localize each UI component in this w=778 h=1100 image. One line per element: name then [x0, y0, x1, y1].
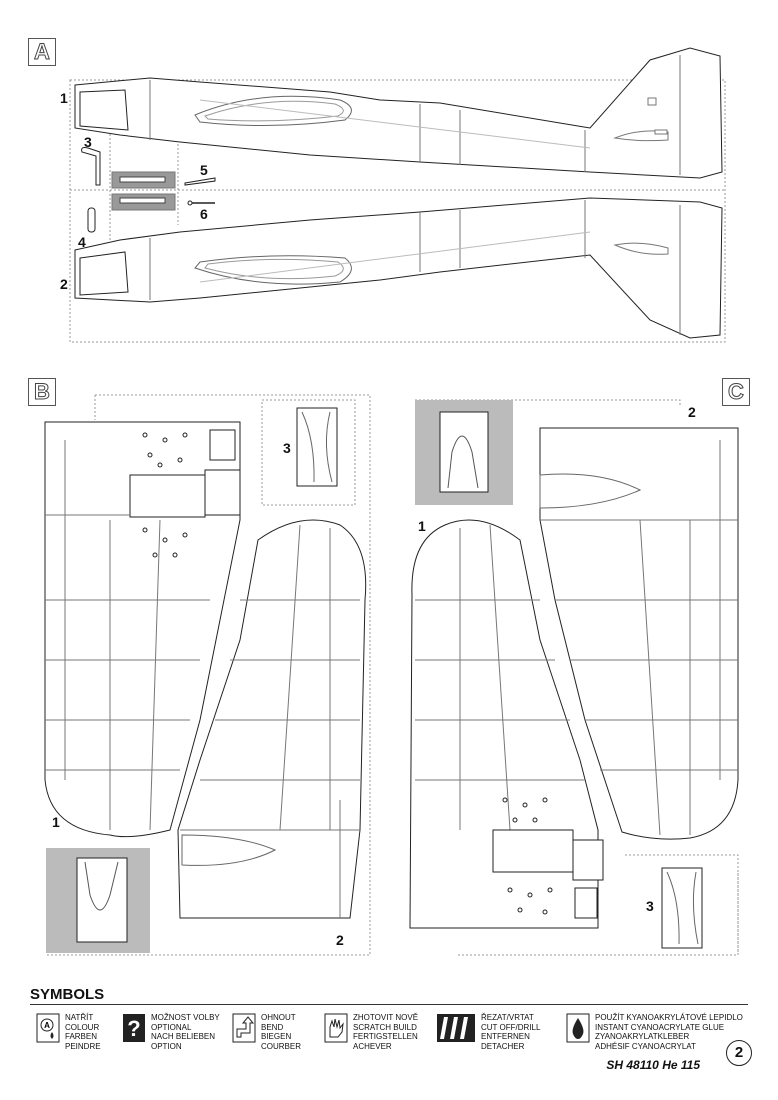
section-label-c: C [722, 378, 750, 406]
symbols-divider [30, 1004, 748, 1005]
symbol-text: CUT OFF/DRILL [481, 1022, 541, 1032]
part-c3 [661, 867, 703, 949]
symbol-text: ENTFERNEN [481, 1032, 530, 1041]
part-number: 5 [200, 162, 208, 178]
part-number: 3 [84, 134, 92, 150]
symbol-text: NATŘÍT [65, 1013, 94, 1022]
symbol-text: OPTION [151, 1041, 182, 1051]
symbol-text: NACH BELIEBEN [151, 1032, 216, 1041]
symbol-text: BIEGEN [261, 1032, 292, 1041]
section-label-a: A [28, 38, 56, 66]
wing-b1 [44, 421, 241, 838]
symbol-colour: A NATŘÍT COLOUR FARBEN PEINDRE [36, 1013, 101, 1051]
part-number: 3 [283, 440, 291, 456]
symbol-text: SCRATCH BUILD [353, 1022, 417, 1032]
symbol-text: PEINDRE [65, 1041, 101, 1051]
part-number: 4 [78, 234, 86, 250]
symbol-text: FARBEN [65, 1032, 98, 1041]
symbol-text: FERTIGSTELLEN [353, 1032, 418, 1041]
symbol-text: ADHÉSIF CYANOACRYLAT [595, 1041, 696, 1051]
symbol-bend: OHNOUT BEND BIEGEN COURBER [232, 1013, 301, 1051]
part-number: 3 [646, 898, 654, 914]
part-c1-sprue [415, 400, 513, 505]
paint-drop-icon: A [36, 1013, 60, 1043]
part-number: 6 [200, 206, 208, 222]
fret-b [46, 394, 371, 956]
small-parts-a [81, 147, 216, 233]
symbol-text: INSTANT CYANOACRYLATE GLUE [595, 1022, 725, 1032]
part-number: 2 [336, 932, 344, 948]
svg-text:?: ? [127, 1016, 140, 1041]
symbol-text: MOŽNOST VOLBY [151, 1013, 220, 1022]
symbol-text: OPTIONAL [151, 1022, 192, 1032]
page-number: 2 [726, 1040, 752, 1066]
symbol-text: COLOUR [65, 1022, 100, 1032]
cut-drill-icon [437, 1014, 475, 1042]
bend-arrow-icon [232, 1013, 256, 1043]
symbol-text: OHNOUT [261, 1013, 296, 1022]
hand-icon [324, 1013, 348, 1043]
part-number: 1 [60, 90, 68, 106]
glue-drop-icon [566, 1013, 590, 1043]
symbol-text: ZHOTOVIT NOVĚ [353, 1013, 419, 1022]
section-label-b: B [28, 378, 56, 406]
part-b3 [296, 407, 338, 487]
symbol-text: ACHEVER [353, 1041, 392, 1051]
wing-c2 [539, 427, 739, 840]
symbol-optional: ? MOŽNOST VOLBY OPTIONAL NACH BELIEBEN O… [122, 1013, 220, 1051]
part-number: 1 [52, 814, 60, 830]
symbol-text: ZYANOAKRYLATKLEBER [595, 1032, 690, 1041]
symbols-title: SYMBOLS [30, 986, 105, 1003]
part-number: 2 [60, 276, 68, 292]
symbol-text: COURBER [261, 1041, 302, 1051]
question-mark-icon: ? [123, 1014, 145, 1042]
svg-text:A: A [44, 1021, 50, 1030]
symbol-glue: POUŽÍT KYANOAKRYLÁTOVÉ LEPIDLO INSTANT C… [566, 1013, 743, 1051]
kit-reference: SH 48110 He 115 [606, 1058, 700, 1072]
fuselage-half-2 [74, 197, 723, 339]
symbol-scratch-build: ZHOTOVIT NOVĚ SCRATCH BUILD FERTIGSTELLE… [324, 1013, 418, 1051]
wing-c1 [409, 519, 604, 929]
symbol-cut-drill: ŘEZAT/VRTAT CUT OFF/DRILL ENTFERNEN DETA… [436, 1013, 540, 1051]
symbol-text: ŘEZAT/VRTAT [481, 1013, 534, 1022]
symbol-text: DETACHER [481, 1041, 525, 1051]
part-b1-sprue [46, 848, 150, 953]
part-number: 2 [688, 404, 696, 420]
symbol-text: BEND [261, 1022, 284, 1032]
wing-b2 [177, 519, 367, 919]
fuselage-half-1 [74, 47, 723, 179]
part-number: 1 [418, 518, 426, 534]
symbol-text: POUŽÍT KYANOAKRYLÁTOVÉ LEPIDLO [595, 1013, 743, 1022]
